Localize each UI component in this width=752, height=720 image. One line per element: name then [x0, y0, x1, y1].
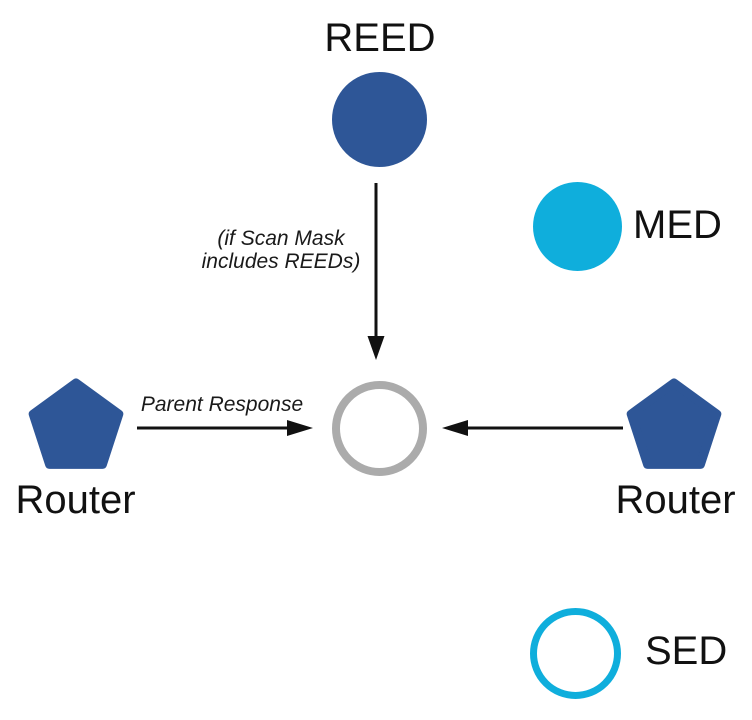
scan-mask-caption-line1: (if Scan Mask — [217, 227, 345, 250]
center-circle-shape — [332, 381, 427, 476]
router-right-label: Router — [615, 478, 736, 522]
reed-circle-shape — [332, 72, 427, 167]
sed-node-label: SED — [645, 629, 728, 673]
reed-node-label: REED — [324, 16, 436, 60]
router-right-pentagon-shape — [626, 378, 722, 469]
router-left-label: Router — [15, 478, 136, 522]
arrow-reed-to-center — [367, 183, 385, 360]
scan-mask-caption-line2: includes REEDs) — [201, 250, 361, 273]
router-left-pentagon-shape — [28, 378, 124, 469]
reed-node-circle — [332, 72, 427, 167]
arrow-head-down-icon — [367, 336, 385, 360]
arrow-head-right-icon — [287, 420, 313, 436]
arrow-router-right-to-center — [442, 420, 623, 436]
scan-mask-caption: (if Scan Mask includes REEDs) — [181, 227, 381, 273]
arrow-head-left-icon — [442, 420, 468, 436]
router-left-pentagon — [28, 378, 124, 469]
arrow-router-left-to-center — [137, 420, 313, 436]
sed-circle-shape — [530, 608, 621, 699]
center-node-circle — [332, 381, 427, 476]
med-circle-shape — [533, 182, 622, 271]
med-node-label: MED — [633, 203, 722, 247]
parent-response-caption: Parent Response — [140, 393, 304, 416]
sed-node-circle — [530, 608, 621, 699]
router-right-pentagon — [626, 378, 722, 469]
med-node-circle — [533, 182, 622, 271]
